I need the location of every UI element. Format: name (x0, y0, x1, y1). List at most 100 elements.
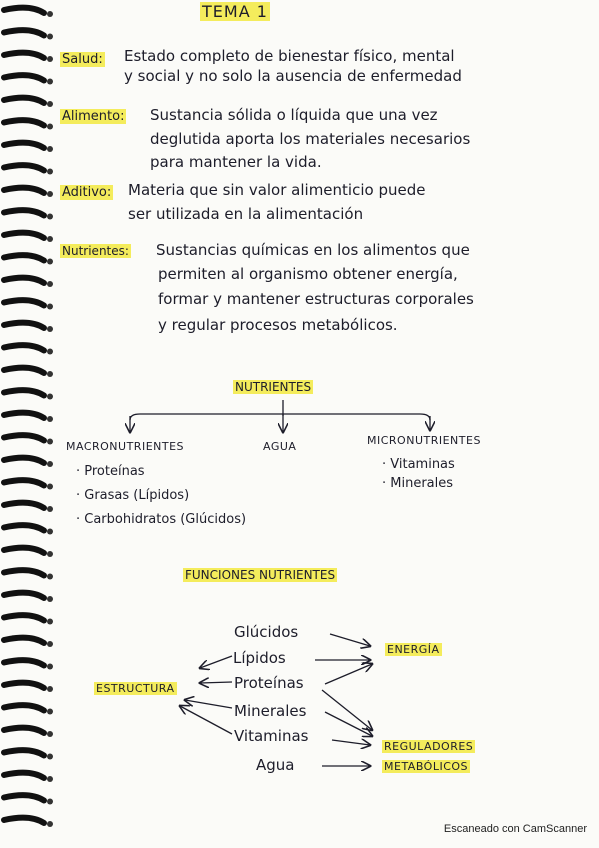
func-minerales: Minerales (234, 702, 307, 720)
spiral-hole (47, 461, 53, 467)
spiral-hole (47, 123, 53, 130)
scanner-watermark: Escaneado con CamScanner (443, 823, 587, 835)
spiral-hole (47, 686, 53, 692)
spiral-ring (1, 702, 47, 714)
def-salud-line-1: Estado completo de bienestar físico, men… (124, 47, 455, 65)
spiral-hole (47, 798, 53, 805)
spiral-hole (47, 438, 53, 445)
spiral-hole (47, 326, 53, 332)
def-alimento-line-2: deglutida aporta los materiales necesari… (150, 130, 471, 148)
def-nutrientes-line-4: y regular procesos metabólicos. (158, 316, 398, 334)
reguladores-label-1: REGULADORES (382, 740, 476, 753)
spiral-ring (1, 612, 47, 624)
spiral-hole (47, 596, 53, 602)
spiral-ring (1, 589, 47, 601)
spiral-hole (47, 236, 53, 242)
func-glucidos: Glúcidos (234, 623, 299, 641)
spiral-ring (1, 49, 47, 61)
spiral-hole (47, 416, 53, 422)
spiral-hole (47, 708, 53, 715)
spiral-ring (1, 364, 47, 376)
spiral-ring (1, 252, 47, 264)
micro-item-minerales: · Minerales (382, 476, 454, 491)
spiral-hole (47, 551, 53, 557)
spiral-ring (1, 724, 47, 736)
micronutrientes-label: MICRONUTRIENTES (367, 434, 481, 447)
spiral-ring (1, 139, 47, 151)
spiral-ring (1, 477, 47, 489)
term-salud: Salud: (60, 52, 105, 67)
arrow-proteinas-estructura (200, 682, 233, 683)
spiral-ring (1, 72, 47, 84)
term-alimento: Alimento: (60, 109, 127, 124)
spiral-hole (47, 258, 53, 265)
def-alimento-line-1: Sustancia sólida o líquida que una vez (150, 106, 438, 124)
spiral-ring (1, 679, 47, 691)
func-proteinas: Proteínas (234, 674, 304, 692)
spiral-binding (1, 4, 53, 827)
spiral-hole (47, 573, 53, 580)
funciones-heading: FUNCIONES NUTRIENTES (183, 568, 338, 582)
spiral-ring (1, 747, 47, 759)
title-text: TEMA 1 (200, 2, 270, 21)
spiral-hole (47, 731, 53, 737)
spiral-hole (47, 168, 53, 175)
spiral-ring (1, 814, 47, 826)
spiral-ring (1, 274, 47, 286)
def-salud-line-2: y social y no solo la ausencia de enferm… (124, 67, 462, 85)
tree-bar (129, 413, 431, 421)
spiral-ring (1, 499, 47, 511)
spiral-ring (1, 634, 47, 646)
page-title: TEMA 1 (200, 2, 270, 21)
spiral-hole (47, 56, 53, 62)
def-nutrientes-line-2: permiten al organismo obtener energía, (158, 265, 458, 283)
energia-label: ENERGÍA (385, 643, 442, 656)
spiral-hole (47, 528, 53, 535)
spiral-ring (1, 567, 47, 579)
spiral-ring (1, 454, 47, 466)
spiral-ring (1, 117, 47, 129)
spiral-ring (1, 162, 47, 174)
spiral-ring (1, 769, 47, 781)
def-nutrientes-line-3: formar y mantener estructuras corporales (158, 290, 474, 308)
spiral-ring (1, 297, 47, 309)
agua-label: AGUA (263, 440, 297, 453)
spiral-hole (47, 663, 53, 670)
spiral-hole (47, 33, 53, 40)
spiral-hole (47, 776, 53, 782)
spiral-ring (1, 184, 47, 196)
spiral-ring (1, 522, 47, 534)
def-nutrientes-line-1: Sustancias químicas en los alimentos que (156, 241, 470, 259)
reguladores-label-2: METABÓLICOS (382, 760, 471, 773)
spiral-ring (1, 94, 47, 106)
func-lipidos: Lípidos (233, 649, 286, 667)
spiral-hole (47, 101, 53, 107)
spiral-hole (47, 506, 53, 512)
arrow-vitaminas-estructura (180, 706, 233, 735)
spiral-hole (47, 348, 53, 355)
spiral-hole (47, 213, 53, 220)
func-agua: Agua (256, 756, 295, 774)
arrow-vitaminas-reguladores (331, 740, 370, 745)
spiral-ring (1, 792, 47, 804)
func-vitaminas: Vitaminas (234, 727, 309, 745)
arrow-lipidos-estructura (200, 655, 233, 668)
spiral-ring (1, 319, 47, 331)
spiral-ring (1, 229, 47, 241)
spiral-hole (47, 146, 53, 152)
micro-item-vitaminas: · Vitaminas (382, 457, 455, 472)
spiral-hole (47, 11, 53, 17)
spiral-hole (47, 371, 53, 377)
arrow-proteinas-energia (324, 664, 372, 685)
spiral-ring (1, 207, 47, 219)
term-nutrientes: Nutrientes: (60, 244, 131, 258)
spiral-hole (47, 483, 53, 490)
spiral-ring (1, 27, 47, 39)
spiral-hole (47, 191, 53, 197)
macronutrientes-label: MACRONUTRIENTES (66, 440, 185, 453)
spiral-hole (47, 303, 53, 310)
spiral-hole (47, 393, 53, 400)
def-aditivo-line-2: ser utilizada en la alimentación (128, 205, 364, 223)
